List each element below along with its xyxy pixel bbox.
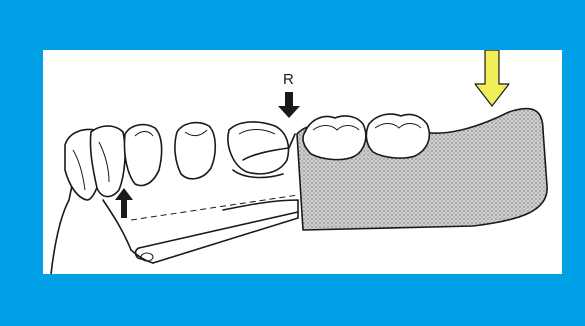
rest-arrow-icon (278, 92, 300, 118)
front-teeth (65, 126, 125, 200)
mandible-diagram: R (43, 50, 562, 274)
premolars (124, 123, 215, 186)
label-r: R (283, 71, 294, 88)
rest-arrow: R (278, 71, 300, 118)
abutment-tooth (228, 122, 295, 178)
occlusal-force-arrow-icon (475, 50, 509, 106)
illustration-panel: R (43, 50, 562, 274)
mandibular-canal (131, 195, 298, 261)
